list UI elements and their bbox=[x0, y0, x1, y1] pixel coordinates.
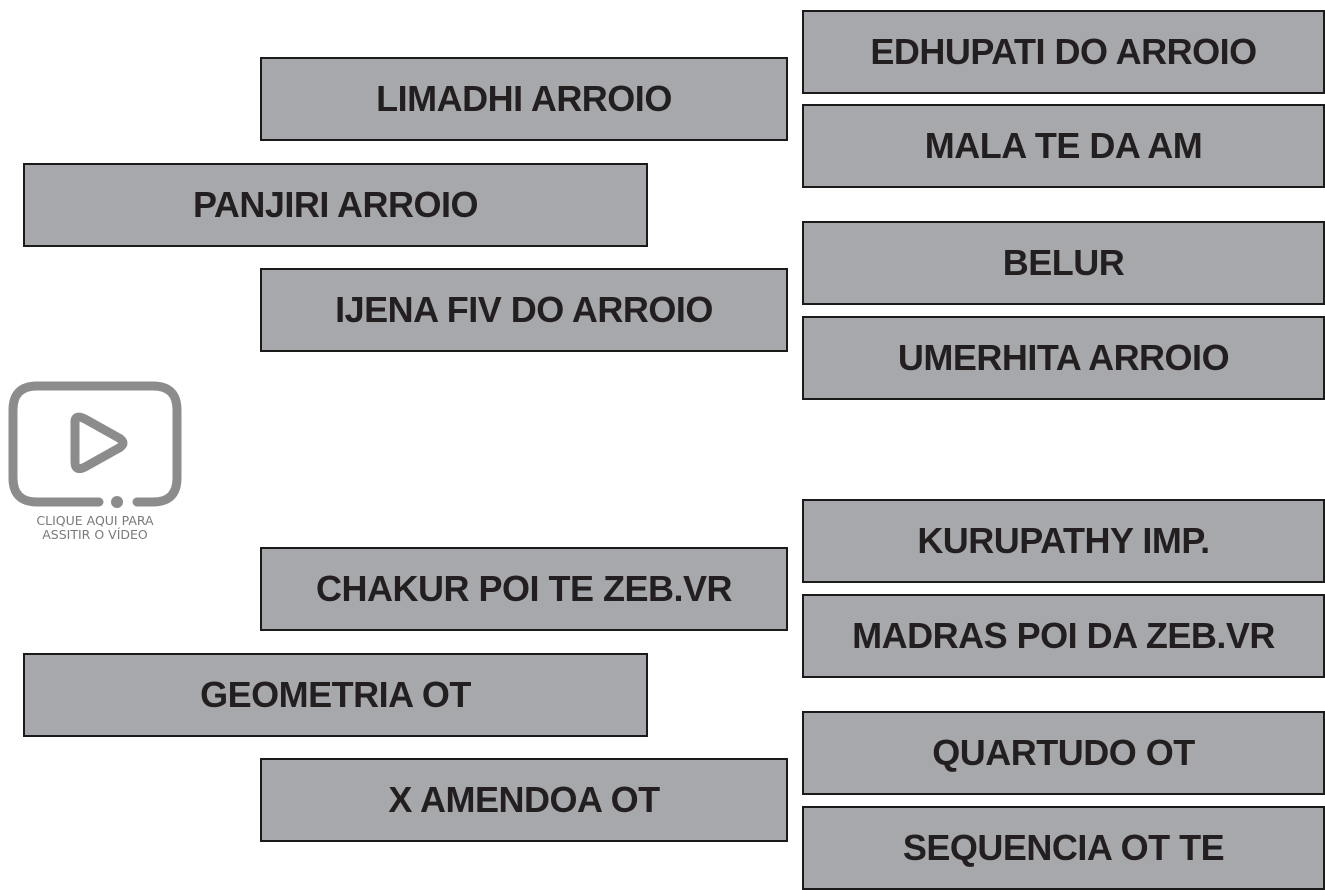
button-label: UMERHITA ARROIO bbox=[897, 337, 1230, 378]
button-quartudo-ot[interactable]: QUARTUDO OT bbox=[802, 711, 1325, 795]
play-video-icon bbox=[4, 380, 186, 508]
button-belur[interactable]: BELUR bbox=[802, 221, 1325, 305]
button-label: IJENA FIV DO ARROIO bbox=[335, 289, 713, 330]
button-label: MALA TE DA AM bbox=[924, 125, 1203, 166]
button-sequencia-ot-te[interactable]: SEQUENCIA OT TE bbox=[802, 806, 1325, 890]
watch-video-button[interactable]: CLIQUE AQUI PARA ASSITIR O VÍDEO bbox=[4, 380, 186, 542]
button-mala-te-da-am[interactable]: MALA TE DA AM bbox=[802, 104, 1325, 188]
button-label: X AMENDOA OT bbox=[388, 779, 660, 820]
button-chakur-poi-te-zebvr[interactable]: CHAKUR POI TE ZEB.VR bbox=[260, 547, 788, 631]
button-umerhita-arroio[interactable]: UMERHITA ARROIO bbox=[802, 316, 1325, 400]
button-panjiri-arroio[interactable]: PANJIRI ARROIO bbox=[23, 163, 648, 247]
button-label: LIMADHI ARROIO bbox=[376, 78, 672, 119]
button-edhupati-do-arroio[interactable]: EDHUPATI DO ARROIO bbox=[802, 10, 1325, 94]
button-kurupathy-imp[interactable]: KURUPATHY IMP. bbox=[802, 499, 1325, 583]
button-label: BELUR bbox=[1002, 242, 1125, 283]
button-label: MADRAS POI DA ZEB.VR bbox=[852, 615, 1275, 656]
button-limadhi-arroio[interactable]: LIMADHI ARROIO bbox=[260, 57, 788, 141]
button-x-amendoa-ot[interactable]: X AMENDOA OT bbox=[260, 758, 788, 842]
button-label: SEQUENCIA OT TE bbox=[902, 827, 1225, 868]
button-ijena-fiv-do-arroio[interactable]: IJENA FIV DO ARROIO bbox=[260, 268, 788, 352]
button-madras-poi-da-zebvr[interactable]: MADRAS POI DA ZEB.VR bbox=[802, 594, 1325, 678]
button-label: EDHUPATI DO ARROIO bbox=[870, 31, 1257, 72]
video-caption-line2: ASSITIR O VÍDEO bbox=[42, 527, 148, 542]
button-label: KURUPATHY IMP. bbox=[917, 520, 1210, 561]
button-label: GEOMETRIA OT bbox=[200, 674, 471, 715]
video-caption: CLIQUE AQUI PARA ASSITIR O VÍDEO bbox=[4, 514, 186, 542]
video-caption-line1: CLIQUE AQUI PARA bbox=[36, 513, 154, 528]
button-geometria-ot[interactable]: GEOMETRIA OT bbox=[23, 653, 648, 737]
button-label: PANJIRI ARROIO bbox=[192, 184, 479, 225]
button-label: CHAKUR POI TE ZEB.VR bbox=[315, 568, 733, 609]
button-label: QUARTUDO OT bbox=[932, 732, 1195, 773]
